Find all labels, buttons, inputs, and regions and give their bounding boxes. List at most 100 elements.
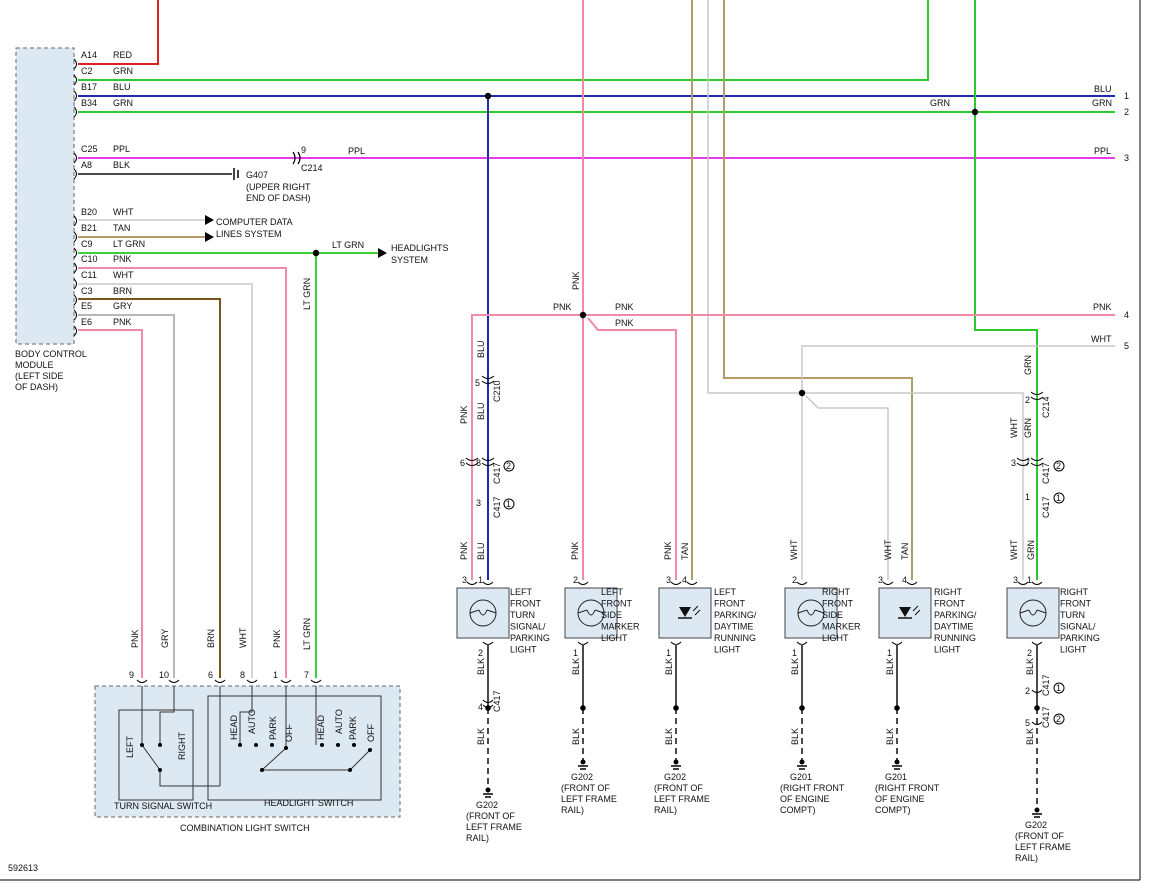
- label-blk-upper: BLK: [664, 658, 674, 675]
- ref-computer-data-2: LINES SYSTEM: [216, 229, 282, 239]
- pin-a14: A14: [81, 50, 97, 60]
- wire-pnk-4: [471, 314, 1115, 580]
- splice-grn: [971, 108, 979, 116]
- vlabel-grn-right-1: GRN: [1023, 355, 1033, 375]
- lamp-pin-4: 4: [682, 575, 687, 585]
- sw-pin-7: 7: [304, 670, 309, 680]
- c417-lower-r-pin5: 5: [1025, 718, 1030, 728]
- module-label-line-3: (LEFT SIDE: [15, 371, 63, 381]
- led-icon: [679, 607, 691, 617]
- label-blk-lower: BLK: [571, 728, 581, 745]
- pin-b21-color: TAN: [113, 223, 130, 233]
- lamp-label-1: FRONT: [934, 599, 965, 609]
- pin-c10-color: PNK: [113, 254, 132, 264]
- lamp-body: [1006, 587, 1060, 639]
- ground-label-2: LEFT FRAME: [654, 794, 710, 804]
- vlabel-blu-2: BLU: [476, 402, 486, 420]
- label-blk-upper: BLK: [571, 658, 581, 675]
- ground-label-1: (RIGHT FRONT: [875, 783, 940, 793]
- ground-label-3: RAIL): [466, 833, 489, 843]
- pin-c10-terminal: [73, 262, 77, 274]
- c214-pin-9: 9: [301, 145, 306, 155]
- wire-grn-c2: [78, 0, 929, 81]
- wire-red-a14: [78, 0, 159, 65]
- sw-pin-10: 10: [159, 670, 169, 680]
- sw-pin-9: 9: [129, 670, 134, 680]
- wire-wht-top: [707, 0, 802, 394]
- c214-right-name: C214: [1041, 396, 1051, 418]
- pin-b20-color: WHT: [113, 207, 134, 217]
- pin-c11-terminal: [73, 278, 77, 290]
- lamp-label-4: LIGHT: [822, 633, 849, 643]
- lamp-label-1: FRONT: [601, 599, 632, 609]
- vlabel-ltgrn-sw: LT GRN: [302, 618, 312, 650]
- module-label-line-4: OF DASH): [15, 382, 58, 392]
- g407-loc-1: (UPPER RIGHT: [246, 182, 311, 192]
- wire-wht-5: [801, 345, 1115, 580]
- pos-park-2: PARK: [348, 716, 358, 740]
- c417-left-pin3: 3: [476, 498, 481, 508]
- g407-loc-2: END OF DASH): [246, 193, 311, 203]
- switch-title: COMBINATION LIGHT SWITCH: [180, 823, 310, 833]
- vlabel-grn-rt: GRN: [1026, 540, 1036, 560]
- ground-label-0: G201: [790, 772, 812, 782]
- lamp-body: [564, 587, 618, 639]
- vlabel-blu-1: BLU: [476, 340, 486, 358]
- c417-lower-r-name-a: C417: [1041, 674, 1051, 696]
- lamp-bottom-pin: 1: [573, 648, 578, 658]
- switch-pin-terminal: [136, 679, 148, 683]
- label-pnk-splice-right: PNK: [615, 302, 634, 312]
- label-ppl-mid: PPL: [348, 146, 365, 156]
- c417-left-circle1: 1: [506, 499, 511, 509]
- c417-lower-name: C417: [492, 690, 502, 712]
- pin-b17: B17: [81, 82, 97, 92]
- lamp-label-3: SIGNAL/: [510, 622, 546, 632]
- lamp-label-4: RUNNING: [934, 633, 976, 643]
- label-blk-upper: BLK: [1025, 658, 1035, 675]
- c214-right-pin: 2: [1025, 395, 1030, 405]
- lamp-label-5: LIGHT: [1060, 645, 1087, 655]
- splice-blu: [484, 92, 492, 100]
- pin-c9-terminal: [73, 247, 77, 259]
- vlabel-wht-rs: WHT: [789, 539, 799, 560]
- sw-pin-8: 8: [240, 670, 245, 680]
- ground-label-1: (FRONT OF: [466, 811, 515, 821]
- lamp-label-2: PARKING/: [714, 610, 757, 620]
- lamp-pin-4: 4: [902, 575, 907, 585]
- c210-pin: 5: [475, 378, 480, 388]
- wire-tan-top-right: [723, 0, 913, 580]
- combination-light-switch: COMBINATION LIGHT SWITCH TURN SIGNAL SWI…: [94, 670, 401, 833]
- arrow-computer-data-1: [205, 215, 214, 225]
- label-blk-upper: BLK: [885, 658, 895, 675]
- g407-label: G407: [246, 170, 268, 180]
- ground-label-1: (RIGHT FRONT: [780, 783, 845, 793]
- pin-e6: E6: [81, 317, 92, 327]
- c417-right-pin3: 3: [1011, 458, 1016, 468]
- pin-c2: C2: [81, 66, 93, 76]
- arrow-computer-data-2: [205, 232, 214, 242]
- ground-label-0: G201: [885, 772, 907, 782]
- lamp-label-5: LIGHT: [934, 645, 961, 655]
- lamp-bottom-pin: 2: [1027, 648, 1032, 658]
- pin-b20: B20: [81, 207, 97, 217]
- vlabel-wht-rt: WHT: [1009, 539, 1019, 560]
- pin-c9-color: LT GRN: [113, 239, 145, 249]
- pin-c25: C25: [81, 144, 98, 154]
- lamp-label-5: LIGHT: [510, 645, 537, 655]
- label-blk-upper: BLK: [790, 658, 800, 675]
- label-wht-right: WHT: [1091, 334, 1112, 344]
- ref-4: 4: [1124, 310, 1129, 320]
- switch-left: LEFT: [125, 735, 135, 758]
- switch-pin-terminal: [214, 679, 226, 683]
- vlabel-tan-ld: TAN: [680, 543, 690, 560]
- pin-c2-terminal: [73, 74, 77, 86]
- pin-c25-color: PPL: [113, 144, 130, 154]
- turn-signal-switch: [118, 709, 194, 801]
- lamp-label-0: LEFT: [601, 587, 624, 597]
- lamp-label-3: DAYTIME: [934, 622, 973, 632]
- pin-c11-color: WHT: [113, 270, 134, 280]
- connector-c214-ppl: 9 C214: [292, 145, 323, 173]
